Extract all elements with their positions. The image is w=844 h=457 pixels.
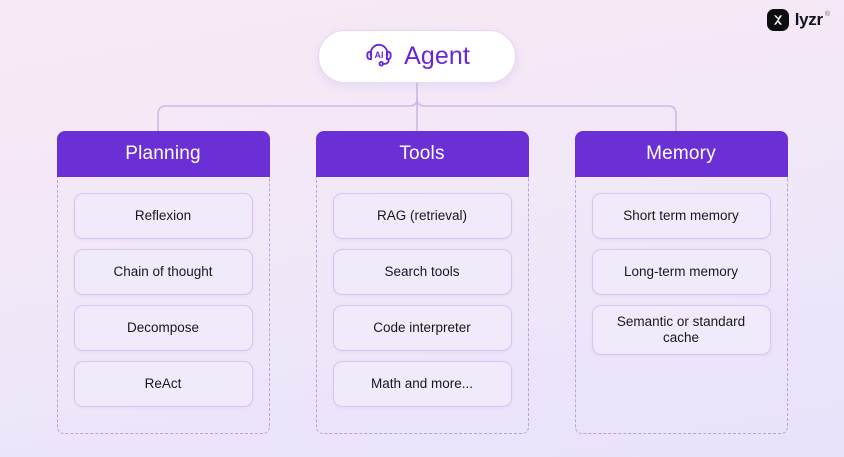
list-item[interactable]: Code interpreter (332, 305, 512, 351)
list-item[interactable]: Search tools (332, 249, 512, 295)
list-item-label: ReAct (144, 375, 182, 391)
list-item[interactable]: Chain of thought (73, 249, 253, 295)
list-item[interactable]: RAG (retrieval) (332, 193, 512, 239)
list-item-label: Code interpreter (373, 319, 471, 335)
column-body-tools: RAG (retrieval) Search tools Code interp… (315, 177, 529, 434)
list-item-label: Search tools (384, 263, 460, 279)
list-item[interactable]: Decompose (73, 305, 253, 351)
list-item-label: RAG (retrieval) (376, 207, 467, 223)
ai-headset-icon: AI (364, 39, 394, 74)
column-title: Planning (125, 143, 201, 164)
list-item-label: Math and more... (370, 375, 474, 391)
column-planning: Planning Reflexion Chain of thought Deco… (56, 131, 270, 434)
trademark-symbol: ® (824, 11, 830, 18)
lyzr-x-mark-icon (766, 9, 789, 31)
agent-root-label: Agent (404, 42, 470, 70)
list-item[interactable]: Long-term memory (591, 249, 771, 295)
column-header-memory[interactable]: Memory (574, 131, 788, 177)
agent-root-node[interactable]: AI Agent (318, 30, 516, 83)
list-item[interactable]: Math and more... (332, 361, 512, 407)
list-item[interactable]: Semantic or standard cache (591, 305, 771, 355)
column-memory: Memory Short term memory Long-term memor… (574, 131, 788, 434)
list-item-label: Long-term memory (623, 263, 739, 279)
list-item[interactable]: Short term memory (591, 193, 771, 239)
column-body-memory: Short term memory Long-term memory Seman… (574, 177, 788, 434)
column-title: Memory (646, 143, 716, 164)
list-item-label: Semantic or standard cache (616, 313, 746, 345)
column-header-tools[interactable]: Tools (315, 131, 529, 177)
list-item-label: Reflexion (134, 207, 192, 223)
pillar-columns: Planning Reflexion Chain of thought Deco… (0, 131, 844, 434)
column-title: Tools (399, 143, 445, 164)
column-body-planning: Reflexion Chain of thought Decompose ReA… (56, 177, 270, 434)
brand-logo: lyzr ® (766, 9, 830, 31)
list-item[interactable]: ReAct (73, 361, 253, 407)
list-item-label: Decompose (126, 319, 200, 335)
list-item-label: Chain of thought (113, 263, 213, 279)
list-item-label: Short term memory (623, 207, 739, 223)
column-header-planning[interactable]: Planning (56, 131, 270, 177)
brand-wordmark: lyzr (794, 10, 823, 29)
list-item[interactable]: Reflexion (73, 193, 253, 239)
svg-text:AI: AI (375, 50, 384, 60)
column-tools: Tools RAG (retrieval) Search tools Code … (315, 131, 529, 434)
